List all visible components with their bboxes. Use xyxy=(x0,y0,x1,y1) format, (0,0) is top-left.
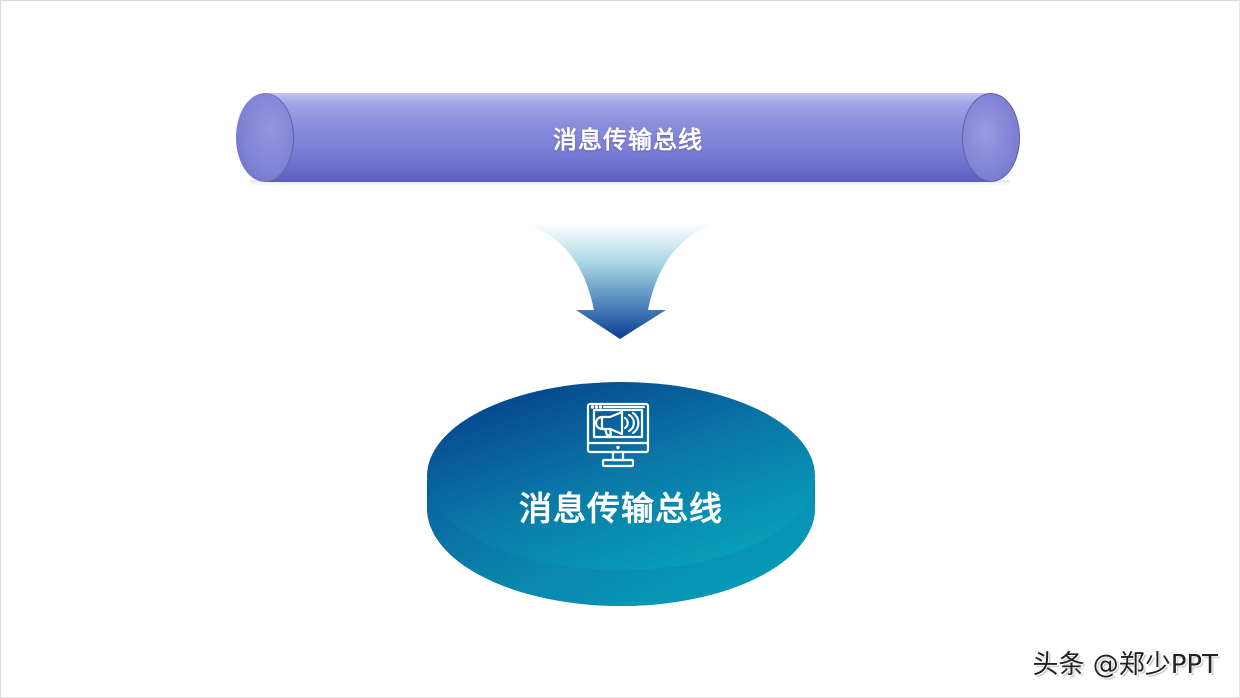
cylinder-right-cap xyxy=(962,93,1020,182)
down-arrow-icon xyxy=(522,222,718,339)
disc-label: 消息传输总线 xyxy=(519,489,723,528)
monitor-megaphone-icon xyxy=(586,402,650,468)
bus-shadow xyxy=(250,180,1010,186)
message-bus-cylinder: 消息传输总线 xyxy=(236,93,1020,182)
cylinder-body xyxy=(264,93,990,182)
message-bus-disc xyxy=(427,382,815,606)
bus-label: 消息传输总线 xyxy=(553,126,703,154)
cylinder-left-cap xyxy=(236,93,294,182)
watermark: 头条 @郑少PPT xyxy=(1032,650,1218,680)
